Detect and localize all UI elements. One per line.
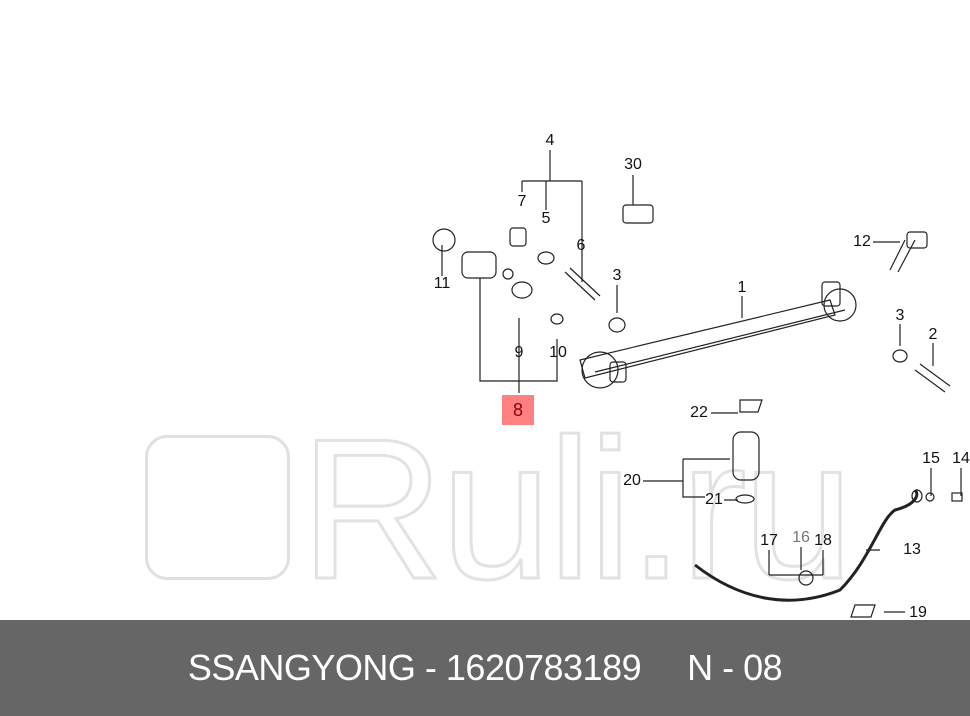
fitting-icon: [914, 363, 951, 393]
bracket-icon: [850, 604, 876, 618]
callout-20[interactable]: 20: [623, 472, 641, 489]
callout-13[interactable]: 13: [903, 541, 921, 558]
part-number: 1620783189: [445, 647, 642, 688]
bolt-icon: [622, 204, 654, 224]
callout-14[interactable]: 14: [952, 450, 970, 467]
injector-icon: [732, 431, 760, 481]
callout-11[interactable]: 11: [433, 275, 451, 292]
fuel-pipe-icon: [694, 488, 919, 602]
watermark-text: Ruli.ru: [299, 398, 856, 621]
callout-3a[interactable]: 3: [612, 267, 622, 284]
callout-5[interactable]: 5: [541, 210, 551, 227]
clip-icon: [739, 399, 763, 413]
callout-1[interactable]: 1: [737, 279, 747, 296]
callout-2[interactable]: 2: [928, 326, 938, 343]
callout-30[interactable]: 30: [624, 156, 642, 173]
footer-bar: SSANGYONG - 1620783189 N - 08: [0, 620, 970, 716]
callout-18[interactable]: 18: [814, 532, 832, 549]
callout-15[interactable]: 15: [922, 450, 940, 467]
watermark-logo-icon: [145, 435, 290, 580]
callout-21[interactable]: 21: [705, 491, 723, 508]
callout-9[interactable]: 9: [514, 344, 524, 361]
brand-name: SSANGYONG: [187, 647, 416, 688]
snap-ring-icon: [432, 228, 456, 252]
cap-icon: [509, 227, 527, 247]
diagram-lines: [432, 150, 963, 618]
regulator-icon: [461, 251, 497, 279]
diagram-ref: N - 08: [687, 647, 783, 688]
callout-6[interactable]: 6: [576, 237, 586, 254]
callout-22[interactable]: 22: [690, 404, 708, 421]
callout-4[interactable]: 4: [545, 132, 555, 149]
parts-diagram: Ruli.ru: [145, 132, 970, 621]
callout-17[interactable]: 17: [760, 532, 778, 549]
callout-7[interactable]: 7: [517, 193, 527, 210]
callout-10[interactable]: 10: [549, 344, 567, 361]
callout-16[interactable]: 16: [792, 529, 810, 546]
fuel-rail-icon: [579, 281, 857, 389]
highlighted-part-8[interactable]: 8: [502, 395, 534, 425]
bolt-12-icon: [889, 239, 916, 273]
callout-3b[interactable]: 3: [895, 307, 905, 324]
separator: -: [424, 647, 437, 688]
callout-19[interactable]: 19: [909, 604, 927, 621]
callout-12[interactable]: 12: [853, 233, 871, 250]
